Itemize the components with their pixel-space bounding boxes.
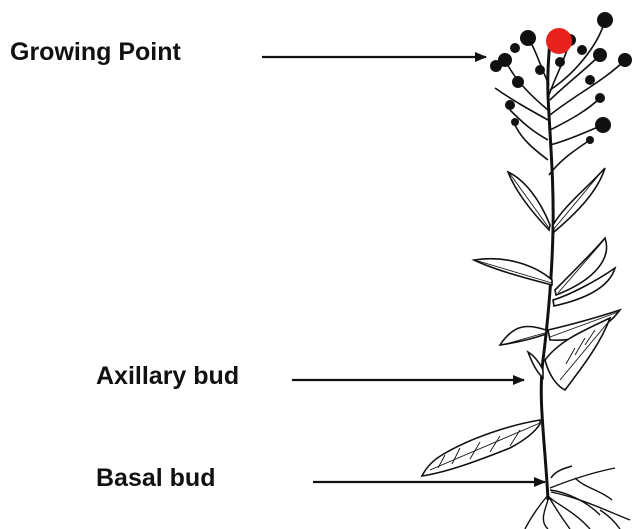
growing-point-marker: [546, 28, 572, 54]
roots: [525, 468, 630, 529]
basal-bud: [551, 466, 572, 478]
